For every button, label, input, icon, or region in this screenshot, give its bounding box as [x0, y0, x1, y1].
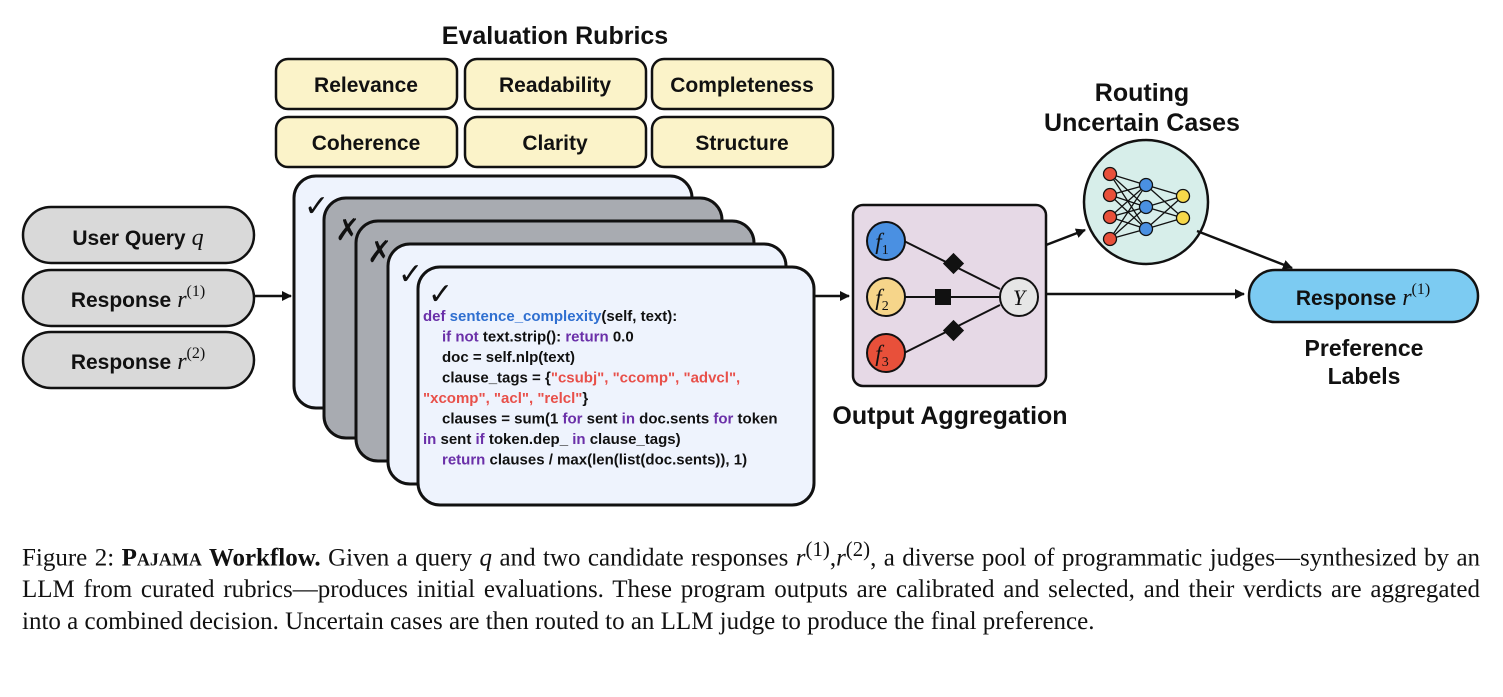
- arrow-aggregation-to-routing: [1045, 228, 1086, 247]
- check-icon: ✓: [428, 278, 453, 311]
- node-label-2: f2: [875, 285, 888, 314]
- caption-text-rest: , a diverse pool of programmatic judges—…: [22, 544, 1481, 636]
- weight-diamond-1: [942, 252, 965, 275]
- code-line: clause_tags = {"csubj", "ccomp", "advcl"…: [442, 370, 740, 387]
- caption-text-1: Given a query: [328, 544, 473, 572]
- rubric-box-structure: [650, 115, 835, 169]
- nn-edge: [1109, 206, 1147, 240]
- code-line: "xcomp", "acl", "relcl"}: [423, 390, 588, 407]
- nn-node: [1102, 209, 1118, 225]
- nn-node: [1138, 177, 1154, 193]
- neural-network-icon: [1102, 166, 1191, 247]
- weight-diamond-3: [942, 319, 965, 342]
- rubric-box-relevance: [274, 57, 459, 111]
- caption-sup-1: (1): [805, 537, 830, 561]
- weight-square-2: [935, 289, 951, 305]
- routing-title-line2: Uncertain Cases: [1044, 109, 1240, 137]
- nn-edge: [1145, 195, 1184, 230]
- check-icon: ✓: [398, 258, 423, 291]
- routing-uncertain-cases: Routing Uncertain Cases: [1044, 79, 1240, 266]
- rubric-box-readability: [463, 57, 648, 111]
- nn-node: [1102, 231, 1118, 247]
- check-icon: ✓: [304, 190, 329, 223]
- judge-card-5: [416, 265, 816, 507]
- caption-comma: ,: [829, 544, 837, 572]
- aggregate-node-label: Y: [1013, 285, 1028, 310]
- preference-labels-line2: Labels: [1328, 363, 1401, 389]
- rubric-box-coherence: [274, 115, 459, 169]
- node-label-3: f3: [875, 341, 888, 370]
- caption-var-r1: r: [795, 544, 806, 572]
- rubric-grid: Relevance Readability Completeness Coher…: [274, 57, 835, 169]
- caption-text-2: and two candidate responses: [499, 544, 789, 572]
- judge-node-2: [866, 277, 906, 317]
- output-aggregation: f1 f2 f3 Y Output Aggregation: [832, 203, 1068, 430]
- code-line: clauses = sum(1 for sent in doc.sents fo…: [442, 411, 778, 428]
- nn-node: [1175, 210, 1191, 226]
- figure-caption: Figure 2: Pajama Workflow. Given a query…: [22, 533, 1480, 638]
- caption-method-name: Pajama: [121, 544, 202, 572]
- rubric-coherence: Coherence: [312, 132, 421, 155]
- caption-bold-title: Workflow.: [208, 544, 321, 572]
- response-2-pill: [21, 330, 256, 390]
- preference-labels-line1: Preference: [1305, 335, 1424, 361]
- judge-node-3: [866, 333, 906, 373]
- rubric-box-completeness: [650, 57, 835, 111]
- cross-icon: ✗: [335, 214, 360, 247]
- rubric-readability: Readability: [499, 74, 611, 97]
- caption-var-r2: r: [836, 544, 846, 572]
- aggregation-title: Output Aggregation: [832, 402, 1067, 430]
- cross-icon: ✗: [367, 236, 392, 269]
- rubrics-title: Evaluation Rubrics: [442, 22, 668, 50]
- response-1-pill: [21, 268, 256, 328]
- code-line: def sentence_complexity(self, text):: [423, 308, 677, 325]
- judge-node-1: [866, 221, 906, 261]
- code-line: if not text.strip(): return 0.0: [442, 329, 634, 346]
- nn-edge: [1109, 184, 1147, 218]
- rubric-completeness: Completeness: [670, 74, 814, 97]
- node-label-1: f1: [875, 229, 888, 258]
- user-query-pill: [21, 205, 256, 265]
- rubric-clarity: Clarity: [522, 132, 588, 155]
- judge-code-snippet: def sentence_complexity(self, text): if n…: [423, 308, 778, 469]
- caption-var-q: q: [479, 544, 493, 572]
- nn-node: [1102, 166, 1118, 182]
- code-line: return clauses / max(len(list(doc.sents)…: [442, 452, 747, 469]
- aggregate-node: [999, 277, 1039, 317]
- output-response-pill: [1247, 268, 1480, 324]
- nn-node: [1175, 188, 1191, 204]
- rubric-structure: Structure: [695, 132, 788, 155]
- caption-sup-2: (2): [845, 537, 871, 561]
- nn-node: [1138, 221, 1154, 237]
- code-line: doc = self.nlp(text): [442, 349, 575, 366]
- arrow-routing-to-output: [1196, 229, 1293, 270]
- code-line: in sent if token.dep_ in clause_tags): [423, 431, 681, 448]
- program-judge-stack: ✓ ✗ ✗ ✓ ✓ def sentence_complexity(self, …: [292, 174, 816, 507]
- routing-title-line1: Routing: [1095, 79, 1189, 107]
- workflow-diagram: Evaluation Rubrics Relevance Readability…: [21, 22, 1480, 507]
- caption-label: Figure 2:: [22, 544, 115, 572]
- nn-node: [1138, 199, 1154, 215]
- nn-edge: [1109, 184, 1147, 240]
- rubric-box-clarity: [463, 115, 648, 169]
- nn-node: [1102, 187, 1118, 203]
- rubric-relevance: Relevance: [314, 74, 418, 97]
